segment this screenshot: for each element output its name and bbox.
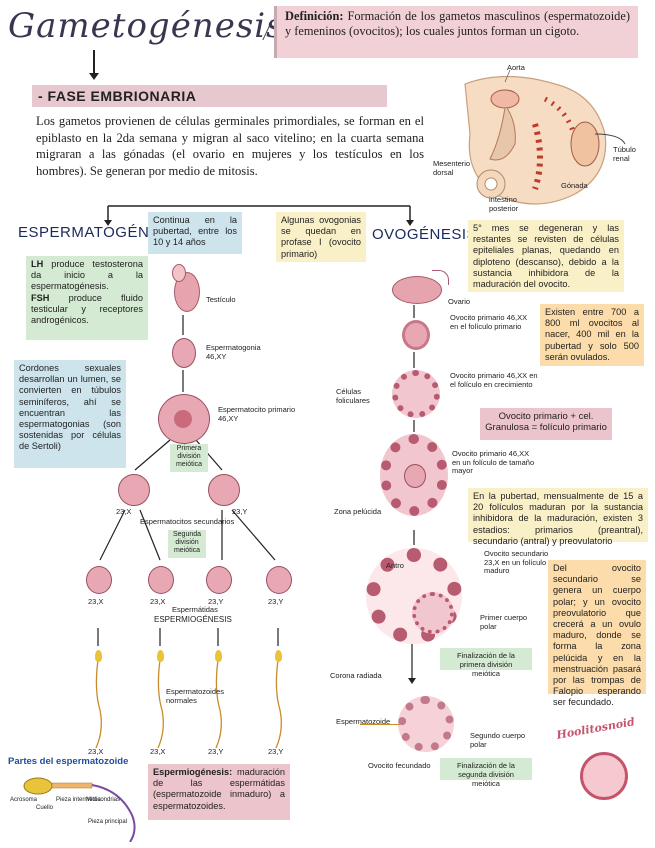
secundarios-label: Espermatocitos secundarios: [140, 517, 235, 526]
espermatidas-label: Espermátidas: [172, 605, 218, 614]
definition-box: Definición: Formación de los gametos mas…: [274, 6, 638, 58]
primario-anular-label: Ovocito primario 46,XX en el folículo pr…: [450, 313, 528, 331]
espermiogenesis-def-box: Espermiogénesis: maduración de las esper…: [148, 764, 290, 820]
karyotype-tid-2: 23,X: [150, 597, 166, 606]
karyotype-sec-y: 23,Y: [232, 507, 248, 516]
cantidad-box: Existen entre 700 a 800 ml ovocitos al n…: [540, 304, 644, 366]
quinto-mes-box: 5° mes se degeneran y las restantes se r…: [468, 220, 624, 292]
title-arrow: [93, 50, 95, 76]
antro-label: Antro: [386, 561, 404, 570]
espermatogonia-cell: [172, 338, 196, 368]
zona-pelucida-label: Zona pelúcida: [334, 507, 382, 516]
sperm-head-4: [275, 650, 282, 662]
karyotype-zoa-4: 23,Y: [268, 747, 284, 756]
espermatocito-primario-cell: [158, 394, 210, 444]
espermatida-2: [148, 566, 174, 594]
espermatida-4: [266, 566, 292, 594]
definition-text: Formación de los gametos masculinos (esp…: [285, 9, 630, 38]
karyotype-tid-1: 23,X: [88, 597, 104, 606]
definition-term: Definición:: [285, 9, 344, 23]
pubertad-box: En la pubertad, mensualmente de 15 a 20 …: [468, 488, 648, 546]
hormonas-box: LH produce testosterona da inicio a la e…: [26, 256, 148, 340]
embryo-label-aorta: Aorta: [507, 63, 525, 72]
sperm-head-3: [215, 650, 222, 662]
espermatocito-secundario-y-cell: [208, 474, 240, 506]
espermiogenesis-text: maduración de las espermátidas (espermat…: [153, 767, 285, 811]
ovocito-fecundado-cell: [398, 696, 454, 752]
lh-text: produce testosterona da inicio a la espe…: [31, 259, 143, 292]
karyotype-sec-x: 23,X: [116, 507, 132, 516]
embryo-svg: [464, 69, 626, 205]
karyotype-tid-4: 23,Y: [268, 597, 284, 606]
fin-segunda-box: Finalización de la segunda división meió…: [440, 758, 532, 788]
secundario-label: Ovocito secundario 23,X en un folículo m…: [484, 549, 549, 575]
embryo-label-gonada: Gónada: [561, 181, 588, 190]
corona-radiada-label: Corona radiada: [330, 671, 382, 680]
embryo-label-intestino: intestino posterior: [489, 195, 519, 213]
ovocito-secundario-cell: [366, 548, 462, 644]
espermatozoide-label: Espermatozoide: [336, 717, 391, 726]
sperm-head-2: [157, 650, 164, 662]
ovario-illustration: [392, 270, 449, 304]
testiculo-illustration: [170, 264, 200, 314]
espermatozoides-label: Espermatozoides normales: [166, 687, 224, 705]
ovocito-primario-anular-cell: [402, 320, 430, 350]
partes-mitocondrias: Mitocondrias: [86, 797, 121, 803]
signature-text: Hoolitosnoid: [555, 715, 636, 742]
ovogonias-box: Algunas ovogonias se quedan en profase I…: [276, 212, 366, 262]
fsh-term: FSH: [31, 292, 50, 303]
partes-pieza-intermedia: Pieza intermedia: [56, 797, 101, 803]
primario-mayor-label: Ovocito primario 46,XX en un folículo de…: [452, 449, 535, 475]
segundo-cuerpo-label: Segundo cuerpo polar: [470, 731, 526, 749]
fecundacion-sperm: [360, 724, 400, 725]
ovocito-primario-mayor-cell: [380, 434, 448, 516]
espermatogenesis-pubertad-box: Continua en la pubertad, entre los 10 y …: [148, 212, 242, 254]
embryo-illustration: Aorta Mesenterio dorsal Túbulo renal Gón…: [433, 63, 645, 214]
partes-heading: Partes del espermatozoide: [8, 756, 129, 767]
partes-svg: [23, 777, 136, 842]
espermatocito-primario-label: Espermatocito primario 46,XY: [218, 405, 296, 423]
karyotype-tid-3: 23,Y: [208, 597, 224, 606]
espermiogenesis-term: Espermiogénesis:: [153, 767, 233, 777]
espermatida-1: [86, 566, 112, 594]
segunda-division-box: Segunda división meiótica: [168, 530, 206, 558]
fsh-text: produce fluido testicular y receptores a…: [31, 292, 143, 326]
espermatocito-secundario-x-cell: [118, 474, 150, 506]
lh-term: LH: [31, 259, 44, 269]
page-title: Gametogénesis: [8, 6, 285, 46]
embryo-label-mesenterio: Mesenterio dorsal: [433, 159, 471, 177]
espermatida-3: [206, 566, 232, 594]
secundario-box: Del ovocito secundario se genera un cuer…: [548, 560, 646, 707]
fase-embrionaria-text: Los gametos provienen de células germina…: [36, 114, 424, 178]
testiculo-label: Testículo: [206, 295, 236, 304]
karyotype-zoa-2: 23,X: [150, 747, 166, 756]
ovario-label: Ovario: [448, 297, 471, 306]
karyotype-zoa-3: 23,Y: [208, 747, 224, 756]
partes-acrosoma: Acrosoma: [10, 797, 38, 803]
embryo-label-tubulo: Túbulo renal: [613, 145, 636, 163]
title-arrow-head: [89, 73, 99, 80]
ovocito-primario-creciente-cell: [392, 370, 440, 418]
fecundado-label: Ovocito fecundado: [368, 761, 431, 770]
primario-creciente-label: Ovocito primario 46,XX en el folículo en…: [450, 371, 538, 389]
primer-cuerpo-label: Primer cuerpo polar: [480, 613, 528, 631]
partes-illustration: Acrosoma Cuello Pieza intermedia Mitocon…: [10, 770, 150, 842]
espermiogenesis-label: ESPERMIOGÉNESIS: [154, 615, 232, 624]
fin-primera-box: Finalización de la primera división meió…: [440, 648, 532, 678]
foliculo-primario-box: Ovocito primario + cel. Granulosa = folí…: [480, 408, 612, 440]
espermatogonia-label: Espermatogonia 46,XY: [206, 343, 261, 361]
sperm-head-1: [95, 650, 102, 662]
ovogenesis-heading: OVOGÉNESIS: [372, 226, 478, 243]
espermatogenesis-heading: ESPERMATOGÉNESIS: [18, 224, 186, 241]
karyotype-zoa-1: 23,X: [88, 747, 104, 756]
celulas-foliculares-label: Células foliculares: [336, 387, 370, 405]
fase-embrionaria-heading: - FASE EMBRIONARIA: [32, 85, 387, 107]
primera-division-box: Primera división meiótica: [170, 444, 208, 472]
signature-stamp: Hoolitosnoid: [555, 715, 642, 828]
cordones-box: Cordones sexuales desarrollan un lumen, …: [14, 360, 126, 468]
partes-cola: Pieza principal: [88, 819, 128, 825]
partes-cuello: Cuello: [36, 805, 54, 811]
